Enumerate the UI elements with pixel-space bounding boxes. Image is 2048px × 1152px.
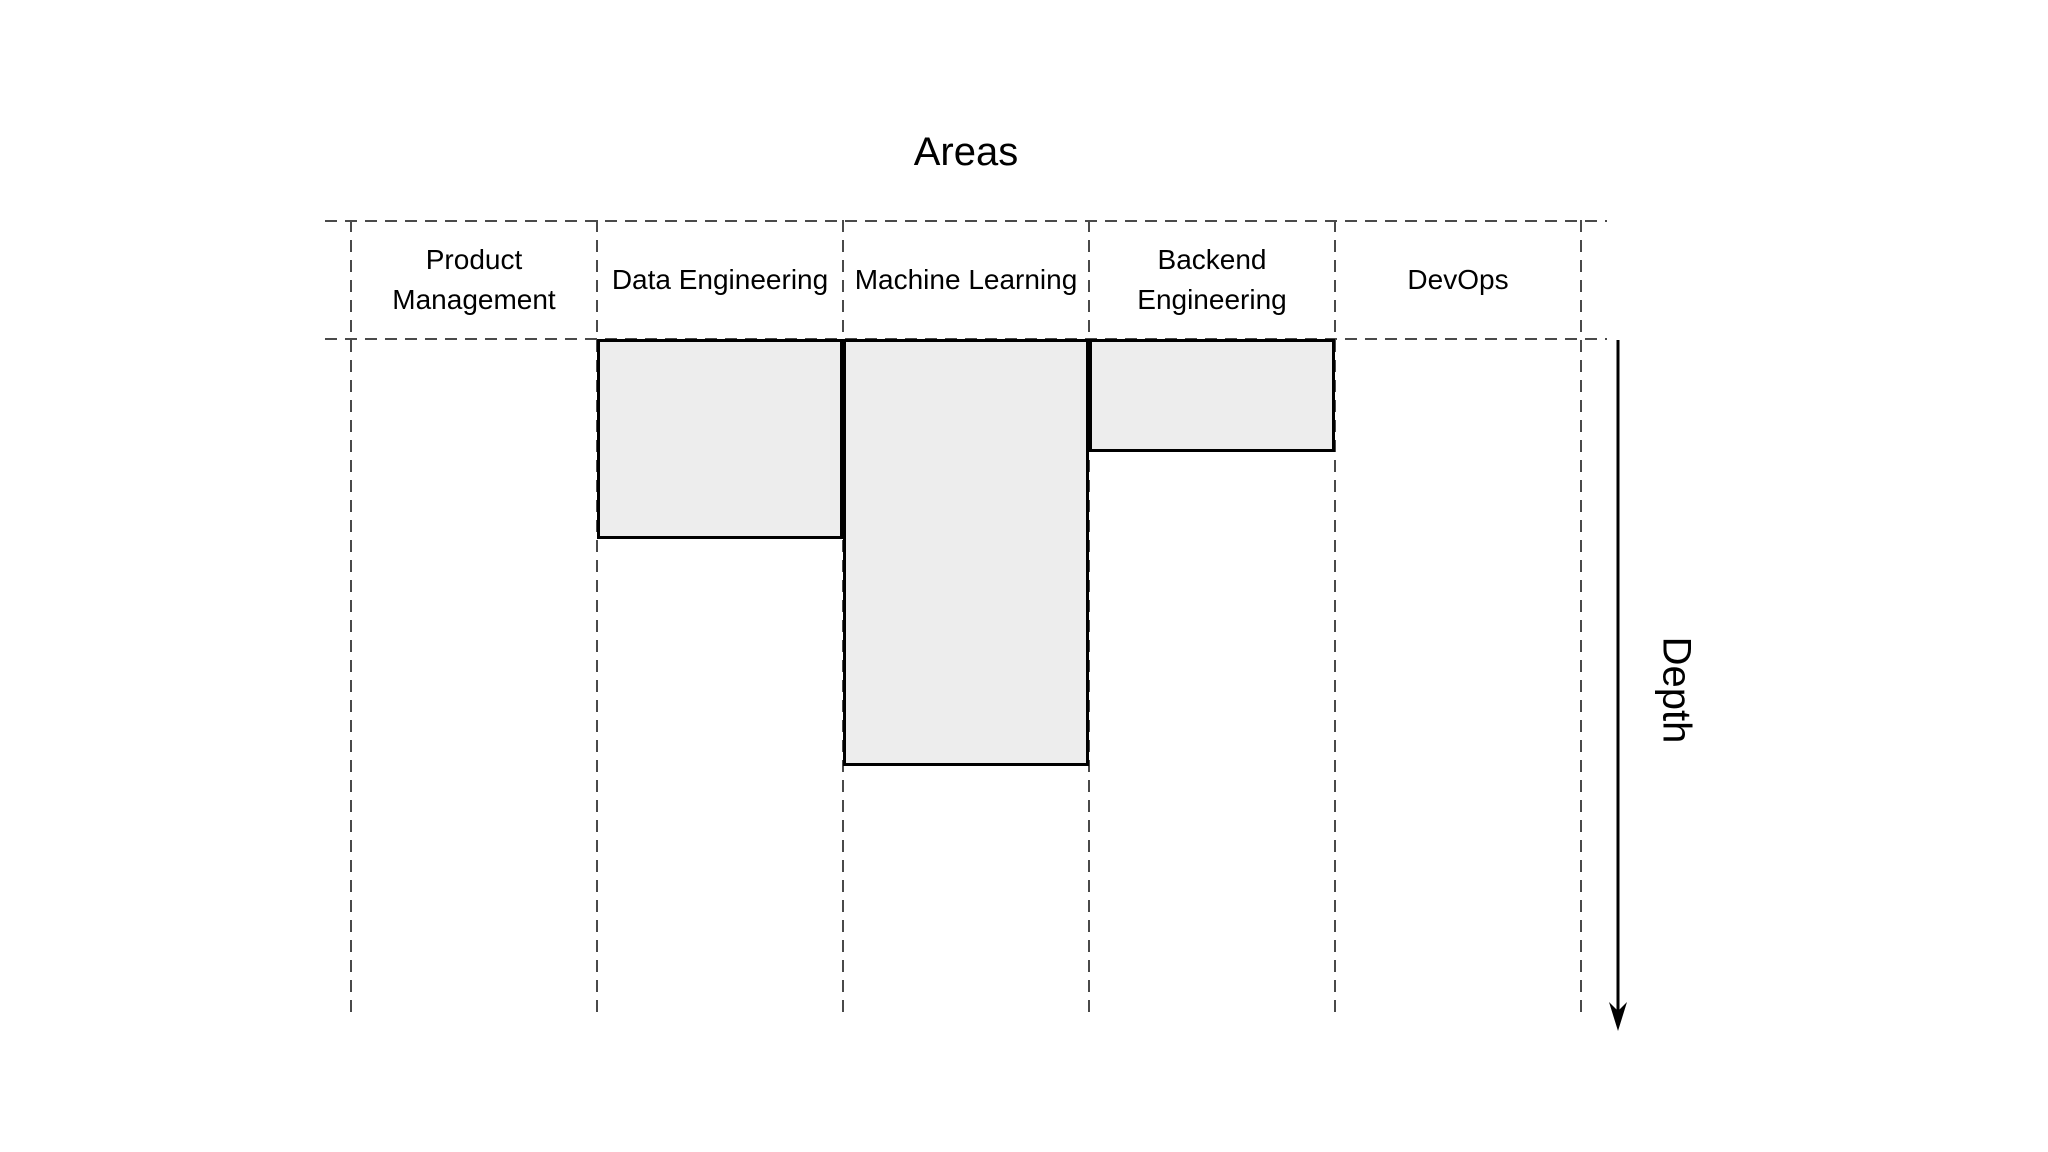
column-header-data-engineering: Data Engineering <box>611 263 829 295</box>
column-header-backend-engineering: Backend Engineering <box>1137 243 1287 315</box>
depth-bar-machine-learning <box>843 339 1089 766</box>
column-separator-dashed-line <box>1334 220 1336 1018</box>
column-separator-dashed-line <box>596 220 598 1018</box>
column-separator-dashed-line <box>1580 220 1582 1018</box>
column-header-product-management: Product Management <box>392 243 556 315</box>
depth-bar-backend-engineering <box>1089 339 1335 452</box>
header-top-dashed-line <box>325 220 1607 222</box>
column-separator-dashed-line <box>1088 220 1090 1018</box>
depth-axis-label: Depth <box>1654 636 1699 744</box>
column-header-machine-learning: Machine Learning <box>854 263 1078 295</box>
depth-bar-data-engineering <box>597 339 843 539</box>
column-separator-dashed-line <box>350 220 352 1018</box>
column-header-devops: DevOps <box>1407 263 1509 295</box>
areas-title: Areas <box>913 130 1019 174</box>
